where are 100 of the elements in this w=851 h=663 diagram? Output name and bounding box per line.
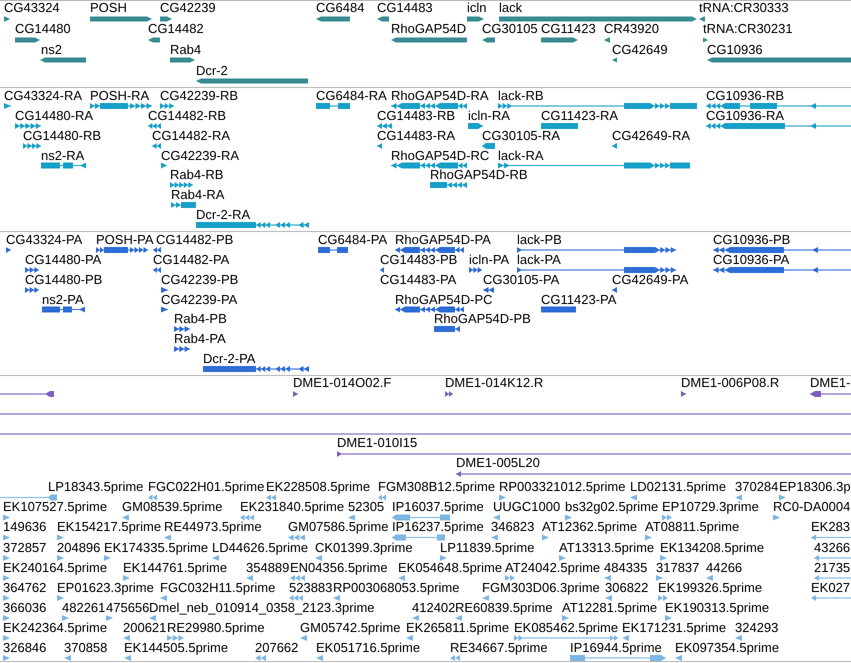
- feature-label: 149636: [3, 520, 46, 534]
- feature-label: CG11423-RA: [541, 109, 618, 123]
- feature-label: lack-PB: [517, 233, 562, 247]
- feature-label: Rab4-RB: [170, 168, 224, 182]
- feature-label: ns2: [41, 43, 62, 57]
- feature-label: FGC032H11.5prime: [160, 580, 276, 594]
- feature-label: CG43324-PA: [6, 233, 82, 247]
- feature-label: LP18343.5prime: [48, 480, 144, 494]
- feature-label: RhoGAP54D-RC: [391, 148, 490, 162]
- feature-label: RE60839.5prime: [455, 600, 553, 614]
- feature-label: LP11839.5prime: [440, 540, 534, 554]
- feature-label: RP003321012.5prime: [499, 480, 626, 494]
- feature-label: Rab4-PB: [174, 312, 227, 326]
- feature-label: AT12362.5prime: [542, 520, 638, 534]
- feature-label: 366036: [3, 600, 46, 614]
- feature-label: 52305: [348, 500, 384, 514]
- feature-label: CG14483-RB: [377, 109, 456, 123]
- feature-label: LD02131.5prime: [630, 480, 726, 494]
- feature-label: 482261: [62, 600, 106, 614]
- feature-label: tRNA:CR30231: [703, 22, 793, 36]
- feature-label: 523883: [289, 580, 332, 594]
- feature-label: RE44973.5prime: [164, 520, 262, 534]
- feature-label: RE29980.5prime: [167, 620, 265, 634]
- feature-label: EP18306.3p: [779, 480, 851, 494]
- feature-label: LD44626.5prime: [212, 540, 308, 554]
- feature-label: 204896: [57, 540, 100, 554]
- feature-label: CG10936-RA: [706, 109, 784, 123]
- feature-label: CG30105-RA: [482, 129, 560, 143]
- feature-label: 324293: [735, 620, 778, 634]
- feature-label: CK01399.3prime: [315, 540, 413, 554]
- feature-label: CG14483-PB: [380, 253, 458, 267]
- feature-label: CG14482-PB: [156, 233, 234, 247]
- feature-label: RhoGAP54D-RB: [430, 168, 528, 182]
- feature-label: 412402: [412, 600, 456, 614]
- feature-label: CG42649: [612, 43, 668, 57]
- feature-label: EN04356.5prime: [290, 560, 388, 574]
- feature-label: EK174335.5prime: [104, 540, 208, 554]
- feature-label: bs32g02.5prime: [565, 500, 658, 514]
- feature-label: CG43324: [4, 1, 60, 15]
- feature-label: CG42239: [160, 1, 216, 15]
- feature-label: CG42239-RB: [160, 89, 238, 103]
- feature-label: IP16944.5prime: [570, 640, 662, 654]
- feature-label: 372857: [3, 540, 46, 554]
- feature-label: EP01623.3prime: [57, 580, 154, 594]
- feature-label: CR43920: [604, 22, 659, 36]
- feature-label: 354889: [246, 560, 290, 574]
- feature-label: icln-RA: [468, 109, 510, 123]
- feature-label: EK240164.5prime: [3, 560, 108, 574]
- feature-label: CG14482-RA: [152, 129, 230, 143]
- feature-label: RhoGAP54D-PC: [395, 292, 493, 306]
- feature-label: GM08539.5prime: [122, 500, 222, 514]
- feature-label: EP10729.3prime: [662, 500, 759, 514]
- feature-label: CG14482-RB: [148, 109, 226, 123]
- feature-label: 200621: [123, 620, 166, 634]
- feature-label: Rab4-PA: [174, 332, 226, 346]
- feature-label: lack-RB: [498, 89, 544, 103]
- feature-label: CG10936-PA: [713, 253, 790, 267]
- feature-label: EK134208.5prime: [660, 540, 764, 554]
- feature-label: EK144505.5prime: [124, 640, 228, 654]
- feature-label: EK283: [811, 520, 850, 534]
- feature-label: EK265811.5prime: [406, 620, 510, 634]
- feature-label: ns2-PA: [42, 292, 84, 306]
- feature-label: CG14482: [148, 22, 204, 36]
- feature-label: EK144761.5prime: [123, 560, 228, 574]
- feature-label: CG6484-RA: [316, 89, 387, 103]
- feature-label: CG10936: [707, 43, 763, 57]
- feature-label: icln-PA: [469, 253, 510, 267]
- feature-label: CG14482-PA: [153, 253, 230, 267]
- feature-label: AT13313.5prime: [559, 540, 654, 554]
- feature-label: CG14480-RB: [23, 129, 102, 143]
- feature-label: Dcr-2: [196, 64, 228, 78]
- feature-label: POSH: [90, 1, 127, 15]
- feature-label: ns2-RA: [41, 148, 84, 162]
- feature-label: RhoGAP54D-RA: [391, 89, 489, 103]
- feature-label: CG42649-RA: [612, 129, 690, 143]
- feature-label: AT08811.5prime: [645, 520, 740, 534]
- feature-label: Rab4: [170, 43, 202, 57]
- feature-label: CG30105: [482, 22, 538, 36]
- feature-label: IP16037.5prime: [392, 500, 484, 514]
- feature-label: CG14480: [15, 22, 71, 36]
- feature-label: 326846: [3, 640, 46, 654]
- feature-label: 317837: [656, 560, 700, 574]
- feature-label: DME1-: [810, 376, 850, 390]
- feature-label: EK171231.5prime: [622, 620, 726, 634]
- feature-label: CG30105-PA: [483, 273, 560, 287]
- feature-label: DME1-010I15: [337, 436, 418, 450]
- feature-label: EK228508.5prime: [266, 480, 370, 494]
- feature-label: Dmel_neb_010914_0358_2123.3prime: [149, 600, 375, 614]
- feature-label: GM05742.5prime: [300, 620, 400, 634]
- feature-label: EK097354.5prime: [675, 640, 780, 654]
- feature-label: FGM303D06.3prime: [482, 580, 600, 594]
- feature-label: 484335: [604, 560, 648, 574]
- feature-label: DME1-006P08.R: [681, 376, 780, 390]
- feature-label: CG6484-PA: [318, 233, 388, 247]
- feature-label: CG10936-RB: [706, 89, 784, 103]
- feature-label: GM07586.5prime: [288, 520, 388, 534]
- feature-label: 364762: [3, 580, 46, 594]
- feature-label: RP003068053.5prime: [333, 580, 460, 594]
- feature-label: DME1-005L20: [456, 456, 540, 470]
- feature-label: Rab4-RA: [171, 188, 224, 202]
